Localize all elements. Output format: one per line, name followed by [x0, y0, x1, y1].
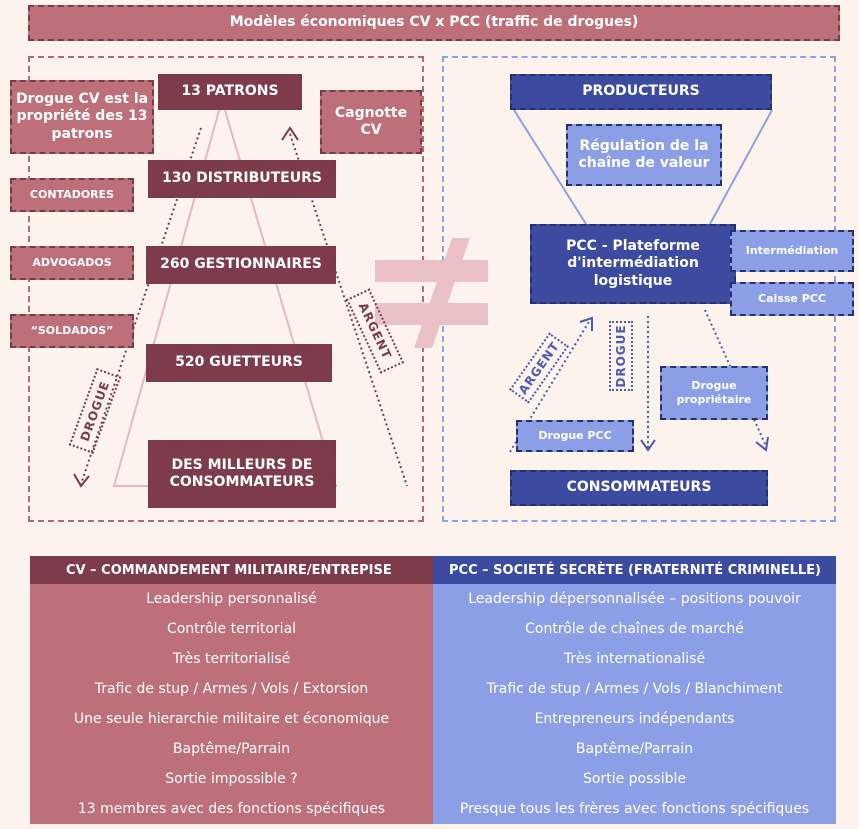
cv-pyramid-outline	[112, 96, 338, 487]
table-cell-cv: Très territorialisé	[30, 644, 433, 674]
cv-level-gestionnaires: 260 GESTIONNAIRES	[146, 246, 336, 284]
pcc-caisse-label: Caisse PCC	[758, 292, 826, 306]
table-cell-pcc: Entrepreneurs indépendants	[433, 704, 836, 734]
table-cell-cv: Sortie impossible ?	[30, 764, 433, 794]
pcc-drogue-label: DROGUE	[614, 324, 628, 388]
not-equal-icon	[375, 238, 488, 348]
table-row: Une seule hierarchie militaire et économ…	[30, 704, 836, 734]
table-cell-pcc: Trafic de stup / Armes / Vols / Blanchim…	[433, 674, 836, 704]
cv-money-arrowhead	[281, 126, 299, 141]
table-row: Sortie impossible ? Sortie possible	[30, 764, 836, 794]
pcc-drogue-pcc: Drogue PCC	[516, 420, 634, 452]
cv-cagnotte-label: Cagnotte CV	[334, 104, 408, 139]
cv-level-consommateurs: DES MILLEURS DE CONSOMMATEURS	[148, 440, 336, 508]
cv-level-gestionnaires-label: 260 GESTIONNAIRES	[160, 256, 322, 273]
table-cell-cv: Leadership personnalisé	[30, 584, 433, 614]
pcc-intermediation: Intermédiation	[730, 230, 854, 272]
cv-advogados: ADVOGADOS	[10, 246, 134, 280]
pcc-producteurs-label: PRODUCTEURS	[582, 83, 700, 100]
cv-level-patrons: 13 PATRONS	[158, 74, 302, 110]
table-cell-cv: Une seule hierarchie militaire et économ…	[30, 704, 433, 734]
table-header-pcc: PCC – SOCIETÉ SECRÈTE (FRATERNITÉ CRIMIN…	[433, 556, 836, 584]
cv-level-distributeurs: 130 DISTRIBUTEURS	[148, 160, 336, 198]
pcc-drogue-proprietaire-label: Drogue propriétaire	[676, 379, 752, 406]
table-cell-pcc: Très internationalisé	[433, 644, 836, 674]
table-row: Contrôle territorial Contrôle de chaînes…	[30, 614, 836, 644]
cv-level-consommateurs-label: DES MILLEURS DE CONSOMMATEURS	[169, 456, 315, 491]
table-row: Trafic de stup / Armes / Vols / Extorsio…	[30, 674, 836, 704]
pcc-drogue-tag: DROGUE	[609, 321, 633, 391]
cv-level-distributeurs-label: 130 DISTRIBUTEURS	[162, 170, 322, 187]
cv-drogue-propriete-label: Drogue CV est la propriété des 13 patron…	[15, 90, 149, 142]
pcc-drogue-proprietaire: Drogue propriétaire	[660, 366, 768, 420]
page-title-text: Modèles économiques CV x PCC (traffic de…	[229, 14, 639, 31]
pcc-plateforme: PCC - Plateforme d'intermédiation logist…	[530, 224, 736, 304]
table-header-cv: CV – COMMANDEMENT MILITAIRE/ENTREPISE	[30, 556, 433, 584]
pcc-intermediation-label: Intermédiation	[745, 244, 839, 258]
pcc-consommateurs: CONSOMMATEURS	[510, 470, 768, 506]
pcc-regulation: Régulation de la chaîne de valeur	[566, 124, 722, 186]
table-cell-cv: Contrôle territorial	[30, 614, 433, 644]
cv-level-patrons-label: 13 PATRONS	[181, 83, 279, 100]
table-header-row: CV – COMMANDEMENT MILITAIRE/ENTREPISE PC…	[30, 556, 836, 584]
table-row: Très territorialisé Très internationalis…	[30, 644, 836, 674]
cv-drug-arrowhead	[73, 473, 90, 488]
page-title: Modèles économiques CV x PCC (traffic de…	[28, 5, 840, 41]
table-cell-cv: Baptême/Parrain	[30, 734, 433, 764]
pcc-plateforme-label: PCC - Plateforme d'intermédiation logist…	[566, 237, 700, 289]
funnel-line-left	[513, 109, 587, 225]
cv-soldados-label: “SOLDADOS”	[30, 324, 114, 338]
pcc-consommateurs-label: CONSOMMATEURS	[566, 479, 712, 496]
comparison-table: CV – COMMANDEMENT MILITAIRE/ENTREPISE PC…	[30, 556, 836, 824]
table-cell-pcc: Presque tous les frères avec fonctions s…	[433, 794, 836, 824]
cv-level-guetteurs-label: 520 GUETTEURS	[175, 354, 303, 371]
cv-advogados-label: ADVOGADOS	[32, 256, 112, 270]
table-cell-cv: Trafic de stup / Armes / Vols / Extorsio…	[30, 674, 433, 704]
pcc-regulation-label: Régulation de la chaîne de valeur	[578, 137, 710, 172]
cv-level-guetteurs: 520 GUETTEURS	[146, 344, 332, 382]
table-row: Leadership personnalisé Leadership déper…	[30, 584, 836, 614]
pcc-caisse: Caisse PCC	[730, 282, 854, 316]
table-row: Baptême/Parrain Baptême/Parrain	[30, 734, 836, 764]
funnel-line-right	[709, 109, 773, 225]
table-row: 13 membres avec des fonctions spécifique…	[30, 794, 836, 824]
table-cell-pcc: Sortie possible	[433, 764, 836, 794]
cv-contadores-label: CONTADORES	[29, 188, 115, 202]
cv-soldados: “SOLDADOS”	[10, 314, 134, 348]
pcc-drogue-pcc-label: Drogue PCC	[538, 429, 612, 443]
table-cell-cv: 13 membres avec des fonctions spécifique…	[30, 794, 433, 824]
cv-drogue-propriete: Drogue CV est la propriété des 13 patron…	[10, 80, 154, 154]
table-cell-pcc: Leadership dépersonnalisée – positions p…	[433, 584, 836, 614]
table-cell-pcc: Baptême/Parrain	[433, 734, 836, 764]
cv-panel	[28, 56, 424, 522]
cv-contadores: CONTADORES	[10, 178, 134, 212]
pcc-producteurs: PRODUCTEURS	[510, 74, 772, 110]
table-cell-pcc: Contrôle de chaînes de marché	[433, 614, 836, 644]
cv-cagnotte: Cagnotte CV	[320, 90, 422, 154]
